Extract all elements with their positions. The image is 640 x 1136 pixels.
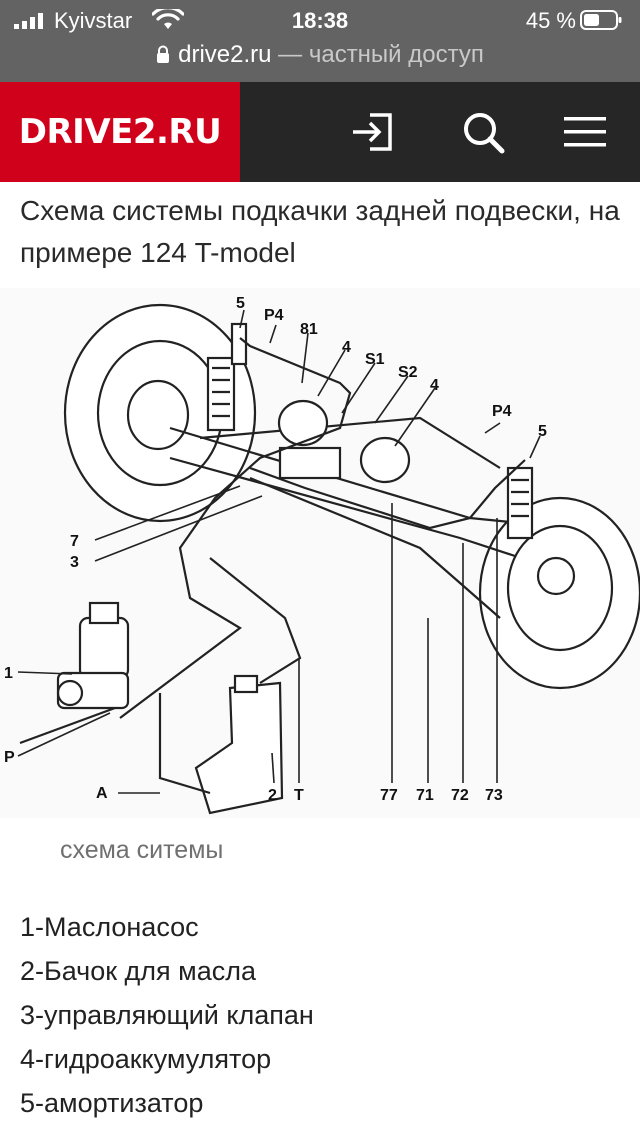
search-icon xyxy=(464,113,505,154)
label-p4-left: P4 xyxy=(264,307,284,324)
label-1: 1 xyxy=(4,665,13,682)
address-bar[interactable]: drive2.ru — частный доступ xyxy=(0,40,640,80)
label-81: 81 xyxy=(300,321,318,338)
logo-text: DRIVE2.RU xyxy=(18,112,222,152)
label-s2: S2 xyxy=(398,364,418,381)
login-icon xyxy=(353,113,392,151)
label-3: 3 xyxy=(70,554,79,571)
status-bar: Kyivstar 18:38 45 % xyxy=(0,0,640,40)
browser-chrome: Kyivstar 18:38 45 % drive2.ru — частный … xyxy=(0,0,640,82)
list-item: 5-амортизатор xyxy=(20,1088,204,1118)
label-2: 2 xyxy=(268,787,277,804)
search-button[interactable] xyxy=(458,107,508,157)
menu-icon xyxy=(564,117,606,147)
list-item: 2-Бачок для масла xyxy=(20,956,257,986)
image-caption: схема ситемы xyxy=(60,836,224,864)
label-s1: S1 xyxy=(365,351,385,368)
list-item: 7- xyxy=(20,1125,314,1136)
label-72: 72 xyxy=(451,787,469,804)
menu-button[interactable] xyxy=(560,107,610,157)
list-item: 4-гидроаккумулятор xyxy=(20,1044,272,1074)
battery-percent: 45 % xyxy=(525,8,576,33)
suspension-diagram[interactable]: 5 P4 81 4 S1 S2 4 P4 5 7 3 1 P A 2 T 77 … xyxy=(0,288,640,818)
label-p4-right: P4 xyxy=(492,403,512,420)
label-t: T xyxy=(294,787,304,804)
clock: 18:38 xyxy=(291,8,349,33)
lock-icon xyxy=(157,45,170,63)
label-71: 71 xyxy=(416,787,434,804)
post-title: Схема системы подкачки задней подвески, … xyxy=(20,195,620,268)
wifi-icon xyxy=(152,9,184,29)
url-domain: drive2.ru xyxy=(178,41,272,68)
legend-list: 1-Маслонасос 2-Бачок для масла 3-управля… xyxy=(20,905,314,1136)
label-p: P xyxy=(4,749,15,766)
label-7: 7 xyxy=(70,533,79,550)
signal-icon xyxy=(14,13,43,29)
label-4-left: 4 xyxy=(342,339,351,356)
site-logo[interactable]: DRIVE2.RU xyxy=(0,82,240,182)
list-item: 1-Маслонасос xyxy=(20,912,199,942)
label-4-right: 4 xyxy=(430,377,439,394)
label-a: A xyxy=(96,785,108,802)
url-suffix: — частный доступ xyxy=(271,41,484,68)
login-button[interactable] xyxy=(348,107,398,157)
label-73: 73 xyxy=(485,787,503,804)
label-77: 77 xyxy=(380,787,398,804)
carrier-name: Kyivstar xyxy=(54,8,133,33)
label-5-right: 5 xyxy=(538,423,547,440)
diagram-drawing: 5 P4 81 4 S1 S2 4 P4 5 7 3 1 P A 2 T 77 … xyxy=(4,295,640,815)
list-item: 3-управляющий клапан xyxy=(20,1000,314,1030)
label-5-left: 5 xyxy=(236,295,245,312)
battery-icon xyxy=(580,10,622,30)
site-header: DRIVE2.RU xyxy=(0,82,640,182)
